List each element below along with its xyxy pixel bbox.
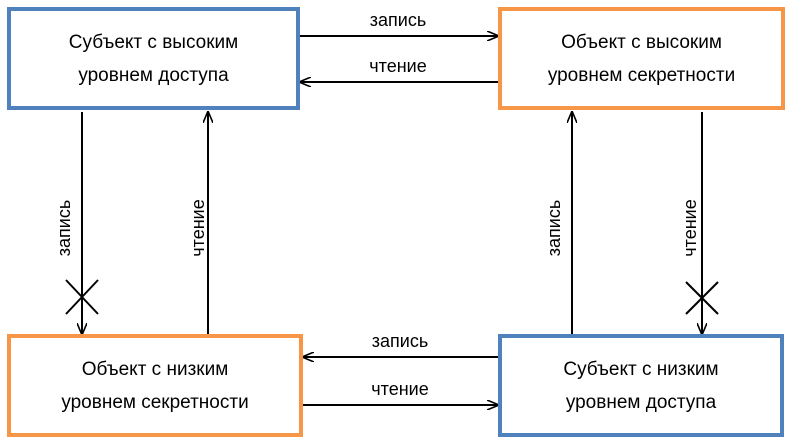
node-high-subject-line2: уровнем доступа: [78, 64, 229, 86]
blocked-cross-right: [685, 281, 719, 315]
node-low-subject-line1: Субъект с низким: [563, 358, 719, 380]
node-low-subject: Субъект с низким уровнем доступа: [498, 334, 784, 437]
node-high-object: Объект с высоким уровнем секретности: [498, 7, 785, 110]
node-low-object-line2: уровнем секретности: [61, 391, 249, 413]
label-top-read: чтение: [369, 56, 426, 76]
label-left-write: запись: [54, 200, 74, 256]
label-bottom-write: запись: [372, 331, 428, 351]
label-right-write: запись: [544, 200, 564, 256]
node-low-object-line1: Объект с низким: [81, 358, 229, 380]
node-low-object: Объект с низким уровнем секретности: [7, 334, 303, 437]
node-low-subject-line2: уровнем доступа: [565, 391, 717, 413]
node-high-object-line1: Объект с высоким: [561, 31, 722, 53]
label-bottom-read: чтение: [371, 379, 428, 399]
node-high-subject-line1: Субъект с высоким: [68, 31, 239, 53]
node-high-subject: Субъект с высоким уровнем доступа: [7, 7, 300, 110]
blocked-cross-left: [65, 279, 99, 315]
label-top-write: запись: [370, 10, 426, 30]
label-right-read: чтение: [680, 199, 700, 256]
node-high-object-line2: уровнем секретности: [547, 64, 736, 86]
label-left-read: чтение: [188, 199, 208, 256]
